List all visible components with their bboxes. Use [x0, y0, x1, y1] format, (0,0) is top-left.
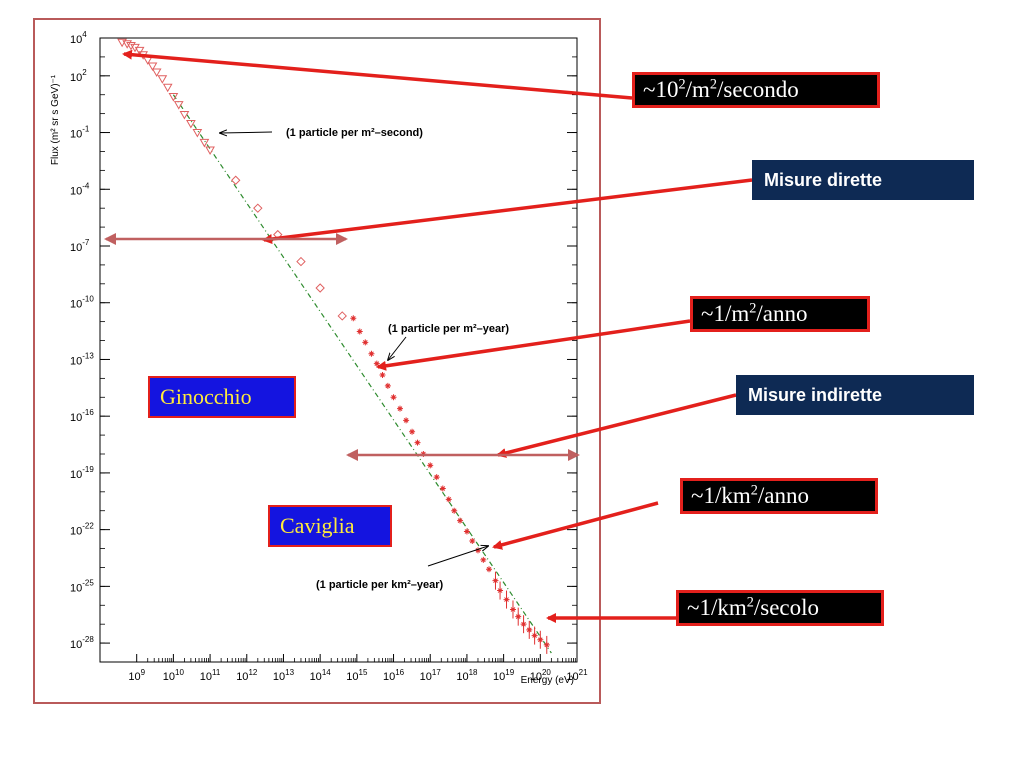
data-point-star [384, 382, 391, 389]
data-point-diamond [337, 311, 347, 321]
data-point-triangle [122, 40, 133, 49]
annotation-year: (1 particle per m²–year) [388, 323, 509, 335]
data-point-star [397, 405, 403, 412]
arrow-direct [262, 178, 753, 244]
data-point-star [445, 496, 452, 503]
y-axis-label: Flux (m² sr s GeV)⁻¹ [50, 74, 61, 165]
y-tick-label: 102 [70, 68, 87, 84]
plot-area [99, 37, 578, 663]
y-tick-label: 10-13 [70, 351, 94, 367]
data-point-triangle [147, 62, 158, 72]
x-tick-label: 1014 [310, 668, 332, 683]
data-point-star [403, 417, 410, 424]
axis-ticks [100, 37, 578, 663]
data-point-triangle [205, 146, 215, 155]
x-tick-label: 1010 [163, 668, 185, 683]
data-point-triangle [168, 93, 179, 102]
data-point-star [486, 566, 493, 573]
callout-direct: Misure dirette [752, 160, 974, 200]
label-knee: Ginocchio [148, 376, 296, 418]
arrow-indirect [496, 393, 737, 458]
callout-indirect: Misure indirette [736, 375, 974, 415]
arrow-rate-year [376, 319, 691, 371]
arrow-rate-second [122, 49, 633, 100]
y-tick-label: 10-25 [70, 578, 94, 594]
x-tick-label: 1015 [346, 668, 368, 683]
data-point-star [356, 328, 363, 335]
x-tick-label: 1016 [383, 668, 405, 683]
x-tick-label: 1018 [456, 668, 478, 683]
y-tick-label: 10-28 [70, 635, 94, 651]
label-ankle: Caviglia [268, 505, 392, 547]
y-tick-label: 10-10 [70, 295, 94, 311]
y-tick-label: 10-7 [70, 238, 90, 254]
x-tick-label: 109 [128, 668, 145, 683]
data-point-star [390, 394, 397, 401]
data-point-triangle [173, 101, 184, 110]
y-tick-label: 10-19 [70, 465, 94, 481]
data-point-star [379, 372, 386, 379]
x-tick-label: 1011 [200, 668, 221, 683]
annotation-arrow-km-year [427, 546, 488, 567]
callout-rate-km-century: ~1/km2/secolo [676, 590, 884, 626]
x-tick-label: 1019 [493, 668, 515, 683]
figure-frame [33, 18, 601, 704]
data-point-star [474, 547, 481, 554]
arrow-rate-km-year [492, 501, 659, 550]
annotation-second: (1 particle per m²–second) [286, 127, 423, 139]
x-axis-label: Energy (eV) [521, 675, 574, 686]
data-point-star [362, 339, 369, 346]
annotation-arrow-second [220, 132, 273, 133]
data-point-star [439, 485, 446, 492]
data-points [117, 38, 550, 654]
data-point-triangle [134, 46, 145, 56]
y-tick-label: 10-16 [70, 408, 94, 424]
data-point-star [451, 507, 458, 514]
y-tick-label: 10-1 [70, 125, 90, 141]
data-point-star [433, 474, 440, 481]
callout-rate-year: ~1/m2/anno [690, 296, 870, 332]
data-point-star [457, 517, 464, 524]
data-point-star [368, 350, 375, 357]
y-tick-label: 10-22 [70, 522, 94, 538]
callout-rate-second: ~102/m2/secondo [632, 72, 880, 108]
data-point-triangle [151, 68, 162, 77]
data-point-star [480, 556, 487, 563]
data-point-triangle [126, 42, 136, 51]
data-point-triangle [186, 120, 196, 129]
data-point-star [463, 528, 470, 535]
y-tick-label: 104 [70, 30, 87, 46]
annotation-km-year: (1 particle per km²–year) [316, 579, 444, 591]
callout-rate-km-year: ~1/km2/anno [680, 478, 878, 514]
data-point-diamond [231, 175, 241, 185]
data-point-star [414, 439, 421, 446]
data-point-diamond [253, 203, 263, 213]
annotation-arrow-year [388, 336, 407, 360]
data-point-triangle [157, 75, 168, 84]
data-point-diamond [315, 283, 325, 293]
x-tick-label: 1017 [420, 668, 442, 683]
y-tick-label: 10-4 [70, 181, 90, 197]
data-point-triangle [179, 111, 190, 120]
x-tick-label: 1013 [273, 668, 295, 683]
data-point-star [427, 462, 434, 469]
data-point-triangle [199, 138, 210, 148]
data-point-star [409, 428, 416, 435]
fit-line [172, 94, 552, 654]
data-point-triangle [162, 83, 173, 93]
data-point-star [469, 538, 476, 545]
data-point-star [350, 315, 357, 322]
data-point-diamond [296, 256, 306, 267]
data-point-triangle [192, 129, 203, 138]
x-tick-label: 1012 [236, 668, 258, 683]
